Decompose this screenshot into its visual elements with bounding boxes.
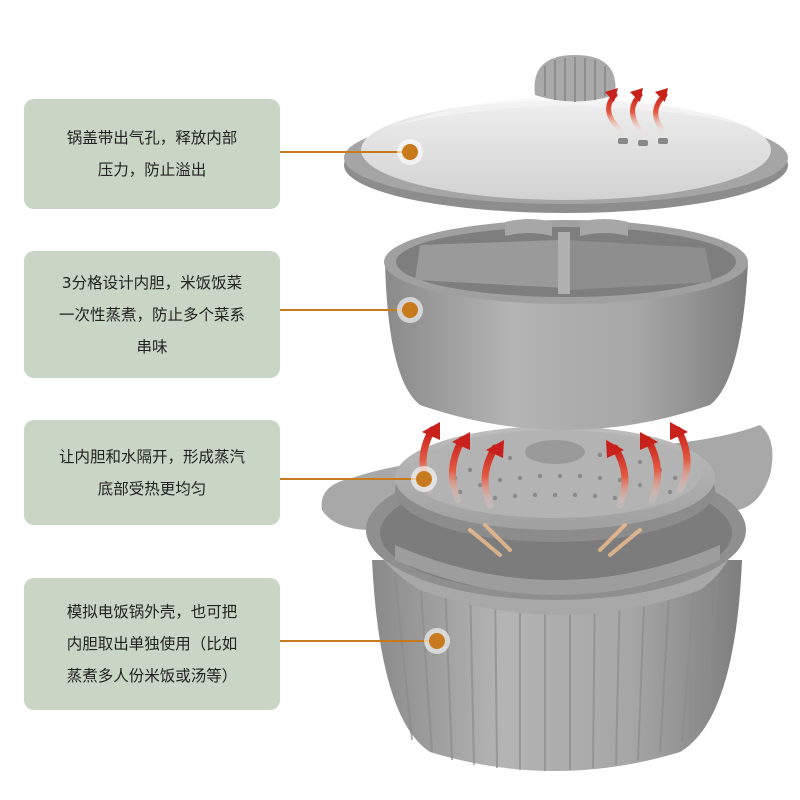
callout-inner-pot: 3分格设计内胆，米饭饭菜 一次性蒸煮，防止多个菜系 串味: [24, 251, 280, 378]
leader-lines: [280, 151, 435, 642]
callout-outer-shell: 模拟电饭锅外壳，也可把 内胆取出单独使用（比如 蒸煮多人份米饭或汤等）: [24, 578, 280, 710]
leader-markers: [397, 139, 450, 654]
callout-steamer-plate-text: 让内胆和水隔开，形成蒸汽 底部受热更均匀: [58, 447, 245, 498]
lid: [344, 55, 788, 213]
callout-inner-pot-text: 3分格设计内胆，米饭饭菜 一次性蒸煮，防止多个菜系 串味: [58, 273, 245, 356]
lid-vent-steam-icon: [605, 88, 668, 133]
steamer-plate: [395, 426, 715, 542]
callout-steamer-plate: 让内胆和水隔开，形成蒸汽 底部受热更均匀: [24, 420, 280, 525]
callout-lid-vent: 锅盖带出气孔，释放内部 压力，防止溢出: [24, 99, 280, 209]
callout-lid-vent-text: 锅盖带出气孔，释放内部 压力，防止溢出: [66, 129, 238, 179]
steam-arrow-icon: [419, 422, 691, 557]
lid-vent-holes: [618, 138, 668, 146]
callout-outer-shell-text: 模拟电饭锅外壳，也可把 内胆取出单独使用（比如 蒸煮多人份米饭或汤等）: [66, 603, 238, 685]
inner-pot: [384, 219, 748, 430]
